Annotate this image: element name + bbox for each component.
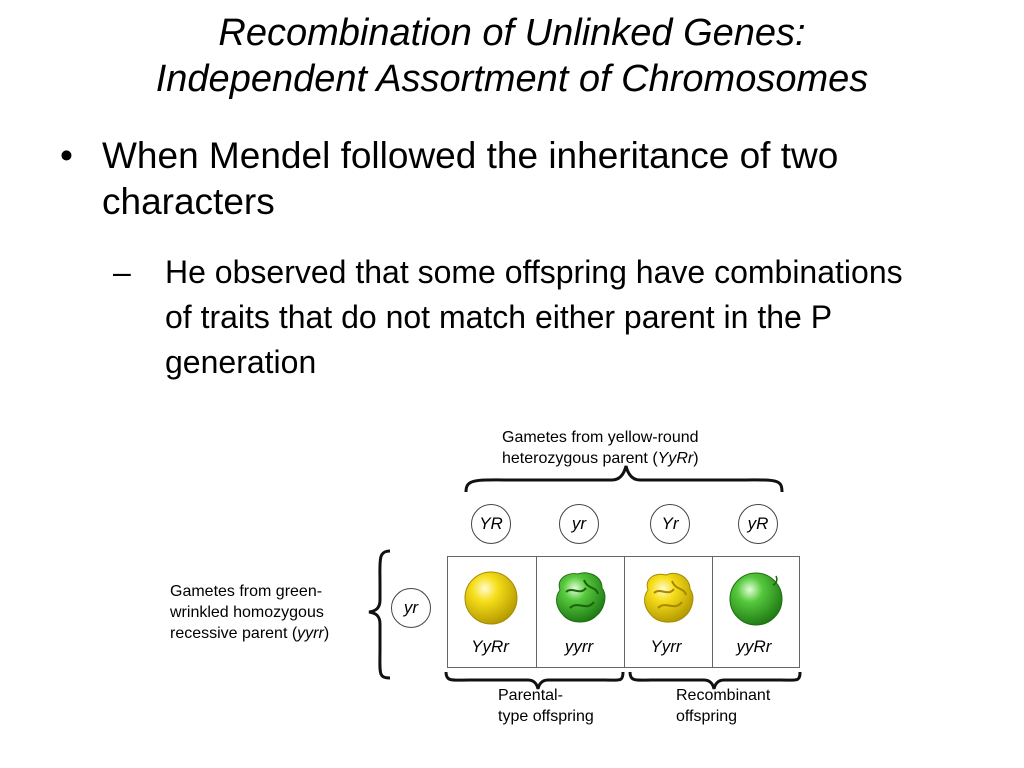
slide-title: Recombination of Unlinked Genes: Indepen… — [0, 10, 1024, 102]
offspring-genotype: YyRr — [471, 637, 509, 656]
gamete-yR: yR — [738, 504, 778, 544]
offspring-genotype: yyRr — [736, 637, 772, 656]
recombinant-offspring-label: Recombinant offspring — [676, 687, 771, 725]
pea-green-wrinkled — [556, 572, 606, 623]
title-line-1: Recombination of Unlinked Genes: — [218, 12, 806, 54]
sub-bullet-text: He observed that some offspring have com… — [165, 254, 903, 380]
top-brace — [464, 465, 784, 493]
offspring-genotype: Yyrr — [650, 637, 682, 656]
left-gamete-label: Gametes from green- wrinkled homozygous … — [170, 583, 330, 642]
pea-yellow-wrinkled — [644, 572, 694, 623]
title-line-2: Independent Assortment of Chromosomes — [155, 58, 869, 100]
pea-yellow-round — [464, 571, 518, 625]
bullet-mark: • — [60, 135, 73, 176]
offspring-genotype: yyrr — [564, 637, 594, 656]
parental-offspring-label: Parental- type offspring — [498, 687, 594, 725]
gamete-left-yr: yr — [391, 588, 431, 628]
offspring-grid — [447, 556, 800, 668]
grid-divider — [624, 557, 625, 667]
parental-brace — [444, 671, 625, 690]
top-gamete-label: Gametes from yellow-round heterozygous p… — [502, 429, 699, 467]
grid-divider — [536, 557, 537, 667]
bullet-text: When Mendel followed the inheritance of … — [102, 135, 839, 222]
gamete-Yr: Yr — [650, 504, 690, 544]
sub-bullet-mark: – — [113, 254, 131, 290]
grid-divider — [712, 557, 713, 667]
gamete-YR: YR — [471, 504, 511, 544]
left-brace — [368, 549, 391, 680]
gamete-yr: yr — [559, 504, 599, 544]
pea-green-round — [729, 572, 783, 626]
recombinant-brace — [628, 671, 802, 690]
